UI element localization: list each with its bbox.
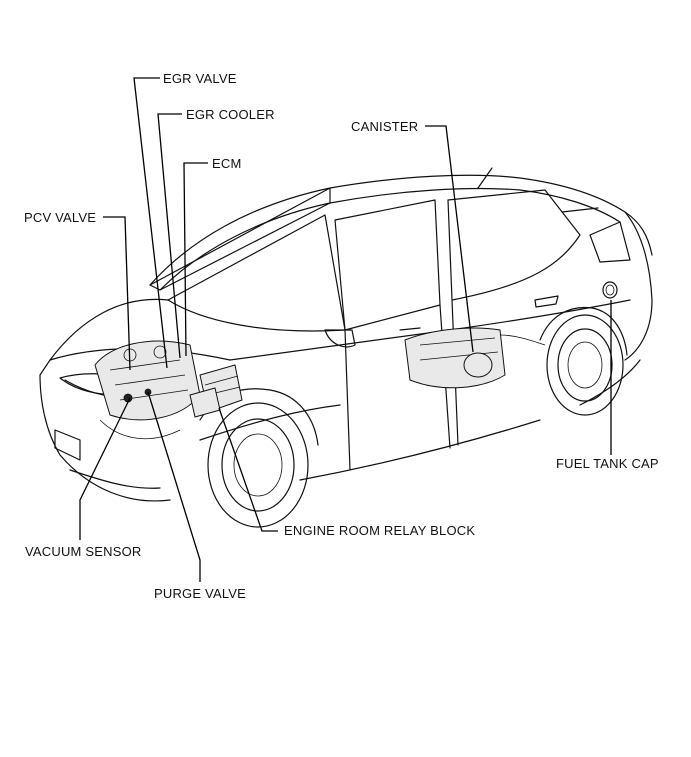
leader-canister	[425, 125, 474, 353]
leader-engine-room-relay-block	[218, 407, 278, 532]
leader-purge-valve	[147, 391, 201, 582]
leader-pcv-valve	[103, 216, 131, 371]
label-vacuum-sensor: VACUUM SENSOR	[25, 544, 142, 559]
fuel-tank-assembly	[404, 327, 546, 389]
label-ecm: ECM	[212, 156, 242, 171]
label-fuel-tank-cap: FUEL TANK CAP	[556, 456, 659, 471]
leader-lines	[79, 77, 612, 582]
label-canister: CANISTER	[351, 119, 419, 134]
label-purge-valve: PURGE VALVE	[154, 586, 247, 601]
engine-assembly	[94, 340, 201, 440]
label-pcv-valve: PCV VALVE	[24, 210, 97, 225]
leader-egr-valve	[133, 77, 168, 369]
leader-egr-cooler	[157, 113, 182, 359]
leader-vacuum-sensor	[79, 397, 131, 540]
leader-ecm	[183, 162, 208, 357]
label-egr-valve: EGR VALVE	[163, 71, 237, 86]
label-engine-room-relay-block: ENGINE ROOM RELAY BLOCK	[284, 523, 476, 538]
label-egr-cooler: EGR COOLER	[186, 107, 275, 122]
